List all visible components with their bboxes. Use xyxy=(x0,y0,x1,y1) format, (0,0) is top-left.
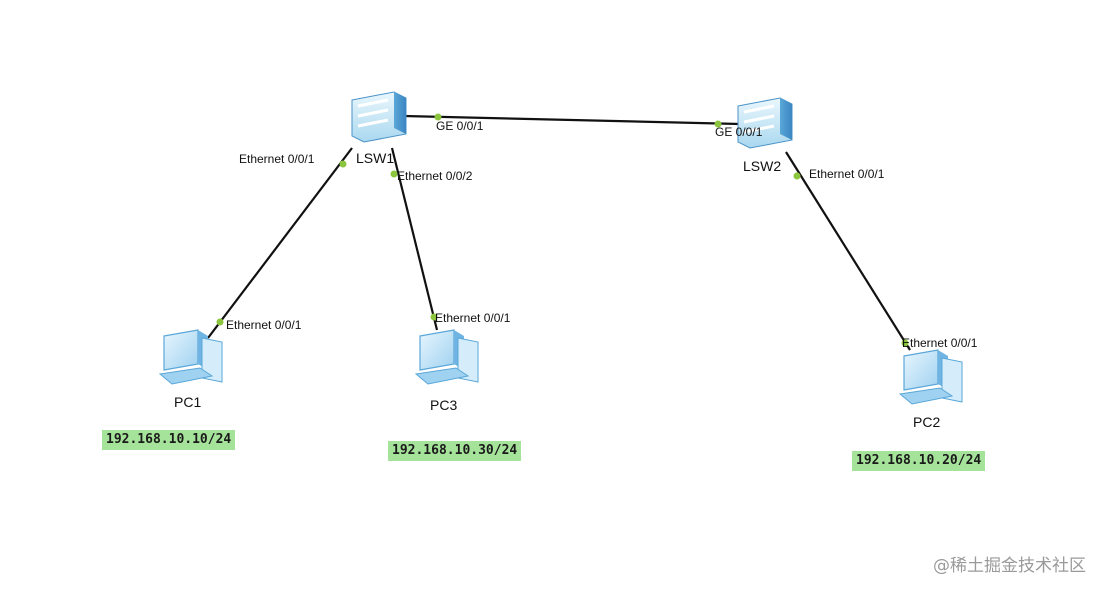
switch-lsw2[interactable] xyxy=(737,97,793,149)
ip-tag-pc3: 192.168.10.30/24 xyxy=(388,441,522,461)
port-dot xyxy=(390,170,398,178)
device-label-lsw2: LSW2 xyxy=(743,158,781,174)
port-label-pc1-e1: Ethernet 0/0/1 xyxy=(226,318,302,332)
switch-lsw1[interactable] xyxy=(351,91,407,143)
switch-icon xyxy=(737,97,793,149)
port-dot xyxy=(901,339,909,347)
device-label-pc2: PC2 xyxy=(913,414,940,430)
pc-pc1[interactable] xyxy=(158,329,223,385)
port-dot xyxy=(793,172,801,180)
link-lsw2-pc2[interactable] xyxy=(785,151,911,351)
port-label-pc2-e1: Ethernet 0/0/1 xyxy=(902,336,978,350)
device-label-lsw1: LSW1 xyxy=(356,150,394,166)
pc-pc2[interactable] xyxy=(898,349,963,405)
pc-icon xyxy=(414,329,479,385)
device-label-pc3: PC3 xyxy=(430,397,457,413)
link-lsw1-pc1[interactable] xyxy=(207,147,353,339)
link-lsw1-lsw2[interactable] xyxy=(403,114,741,126)
port-label-lsw1-e1: Ethernet 0/0/1 xyxy=(239,152,315,166)
port-dot xyxy=(216,318,224,326)
pc-icon xyxy=(898,349,963,405)
pc-pc3[interactable] xyxy=(414,329,479,385)
port-label-lsw1-ge: GE 0/0/1 xyxy=(436,119,484,133)
port-label-lsw2-e1: Ethernet 0/0/1 xyxy=(809,167,885,181)
port-label-lsw1-e2: Ethernet 0/0/2 xyxy=(397,169,473,183)
port-dot xyxy=(434,113,442,121)
ip-tag-pc2: 192.168.10.20/24 xyxy=(852,451,986,471)
port-dot xyxy=(430,313,438,321)
watermark: @稀土掘金技术社区 xyxy=(933,556,1086,576)
port-label-lsw2-ge: GE 0/0/1 xyxy=(715,125,763,139)
switch-icon xyxy=(351,91,407,143)
device-label-pc1: PC1 xyxy=(174,394,201,410)
port-dot xyxy=(339,160,347,168)
ip-tag-pc1: 192.168.10.10/24 xyxy=(102,430,236,450)
pc-icon xyxy=(158,329,223,385)
link-lsw1-pc3[interactable] xyxy=(390,147,439,331)
port-label-pc3-e1: Ethernet 0/0/1 xyxy=(435,311,511,325)
port-dot xyxy=(714,120,722,128)
